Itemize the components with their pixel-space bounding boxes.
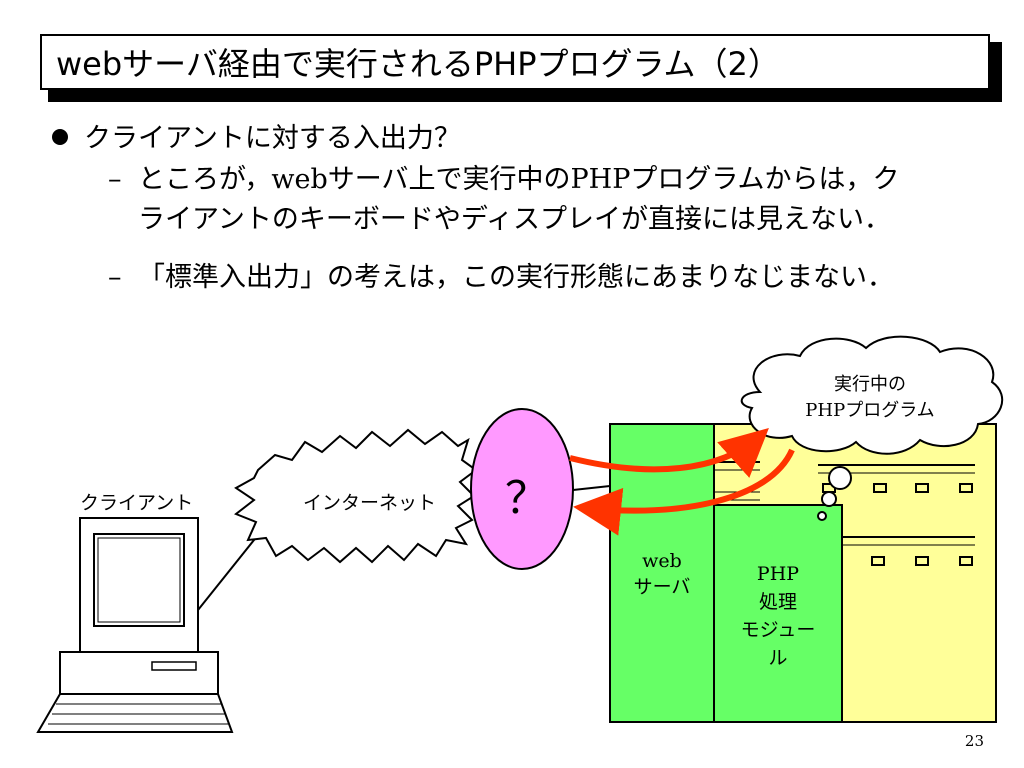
bullet-item: クライアントに対する入出力？ xyxy=(52,116,461,155)
cloud-label-line1: 実行中の xyxy=(834,374,906,395)
web-server-box xyxy=(609,423,715,723)
sub-item-1-line1: ところが，webサーバ上で実行中のPHPプログラムからは，ク xyxy=(138,164,900,195)
thought-cloud xyxy=(740,335,1004,521)
dash-icon: – xyxy=(108,262,122,293)
connection-line xyxy=(197,529,263,611)
request-arrow xyxy=(569,427,769,478)
web-server-label-line1: web xyxy=(642,550,682,572)
internet-label: インターネット xyxy=(303,492,437,514)
cloud-label-line2: PHPプログラム xyxy=(805,400,935,421)
client-label: クライアント xyxy=(80,492,194,514)
question-oval xyxy=(470,408,574,570)
php-module-label-line4: ル xyxy=(768,647,788,669)
dash-icon: – xyxy=(108,164,122,195)
sub-item-2: –「標準入出力」の考えは，この実行形態にあまりなじまない． xyxy=(108,258,894,298)
computer-icon xyxy=(36,517,234,733)
php-module-box xyxy=(713,504,843,723)
php-module-label-line2: 処理 xyxy=(758,591,797,613)
connection-line xyxy=(572,485,611,491)
bullet-dot-icon xyxy=(52,128,68,145)
php-module-label-line1: PHP xyxy=(756,563,800,585)
sub-item-2-line1: 「標準入出力」の考えは，この実行形態にあまりなじまない． xyxy=(138,262,894,293)
slide-title: webサーバ経由で実行されるPHPプログラム（2） xyxy=(40,34,990,90)
web-server-label: web サーバ xyxy=(610,548,714,600)
php-module-label-line3: モジュー xyxy=(740,619,816,641)
question-mark: ？ xyxy=(505,473,549,524)
internet-cloud-shape xyxy=(234,428,478,564)
response-arrow xyxy=(573,448,795,536)
sub-item-1-line2: ライアントのキーボードやディスプレイが直接には見えない． xyxy=(138,204,892,235)
bullet-text: クライアントに対する入出力？ xyxy=(84,123,461,154)
php-module-label: PHP 処理 モジュー ル xyxy=(714,560,842,672)
cloud-label: 実行中の PHPプログラム xyxy=(760,372,980,424)
page-number: 23 xyxy=(964,732,984,750)
sub-item-1: –ところが，webサーバ上で実行中のPHPプログラムからは，ク ライアントのキー… xyxy=(108,160,900,240)
web-server-label-line2: サーバ xyxy=(633,576,691,598)
